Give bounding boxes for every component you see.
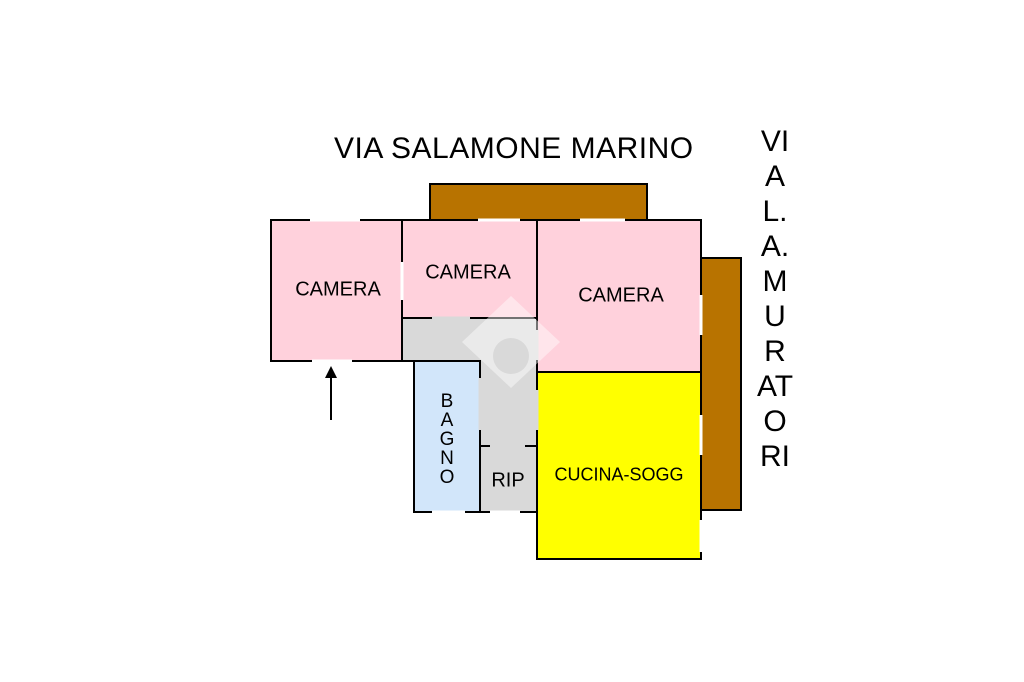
street-label-side: VIA L. A. MURATORI	[756, 125, 794, 473]
room-label-bagno: BAGNO	[439, 391, 455, 488]
room-label-cucina: CUCINA-SOGG	[554, 464, 684, 485]
room-camera-left	[270, 219, 403, 362]
arrow-up-icon	[325, 366, 337, 420]
room-label-camera-right: CAMERA	[578, 284, 664, 307]
room-label-camera-left: CAMERA	[295, 278, 381, 301]
wall-openings	[310, 218, 703, 552]
room-label-rip: RIP	[491, 469, 525, 492]
wall-openings-gray	[432, 316, 539, 448]
room-camera-center	[401, 219, 538, 319]
balcony-right	[700, 257, 742, 511]
room-label-camera-center: CAMERA	[425, 261, 511, 284]
balcony-top	[429, 183, 648, 221]
room-cucina	[536, 371, 702, 560]
diamond-logo-icon	[462, 296, 560, 388]
street-label-top: VIA SALAMONE MARINO	[334, 132, 694, 165]
room-bagno	[413, 360, 481, 513]
